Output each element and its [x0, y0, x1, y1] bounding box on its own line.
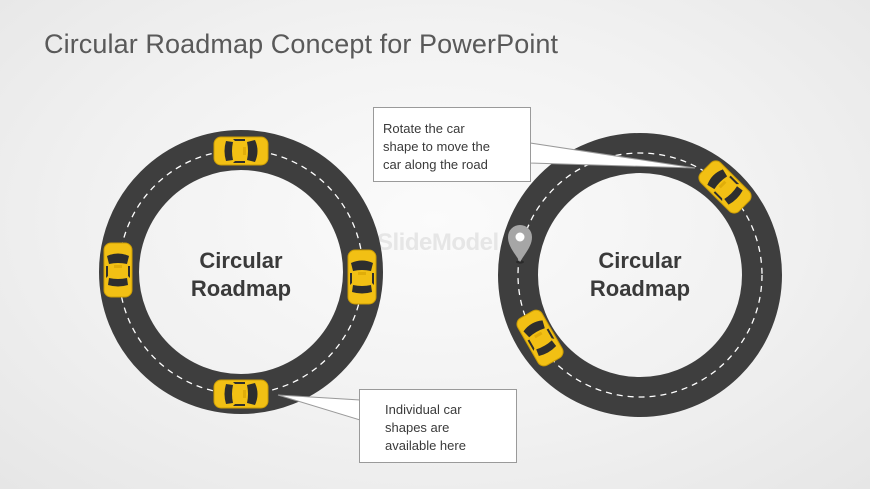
callout-rotate-line3: car along the road	[383, 157, 488, 172]
callout-individual-line1: Individual car	[385, 402, 462, 417]
callout-individual-line2: shapes are	[385, 420, 450, 435]
callout-pointer-individual	[277, 394, 361, 421]
map-pin-icon	[508, 225, 532, 264]
callout-rotate-line2: shape to move the	[383, 139, 490, 154]
car-icon	[347, 249, 377, 305]
left-ring-car-left[interactable]	[103, 242, 133, 298]
left-ring-label-line2: Roadmap	[190, 276, 292, 301]
left-ring-car-top[interactable]	[213, 136, 269, 166]
callout-rotate-line1: Rotate the car	[383, 121, 465, 136]
left-ring-car-bottom[interactable]	[213, 379, 269, 409]
watermark: SlideModel	[377, 229, 499, 256]
car-icon	[213, 379, 269, 409]
left-ring-label-line1: Circular	[199, 248, 283, 273]
left-ring-label: Circular Roadmap	[161, 247, 321, 303]
right-ring-label-line2: Roadmap	[589, 276, 691, 301]
callout-individual-line3: available here	[385, 438, 466, 453]
car-icon	[103, 242, 133, 298]
callout-rotate: Rotate the car shape to move the car alo…	[373, 107, 531, 182]
right-ring-label: Circular Roadmap	[560, 247, 720, 303]
slide-title: Circular Roadmap Concept for PowerPoint	[44, 29, 559, 59]
callout-individual: Individual car shapes are available here	[359, 389, 517, 463]
car-icon	[213, 136, 269, 166]
right-ring-road	[498, 133, 782, 417]
left-ring-car-right[interactable]	[347, 249, 377, 305]
right-ring-label-line1: Circular	[598, 248, 682, 273]
